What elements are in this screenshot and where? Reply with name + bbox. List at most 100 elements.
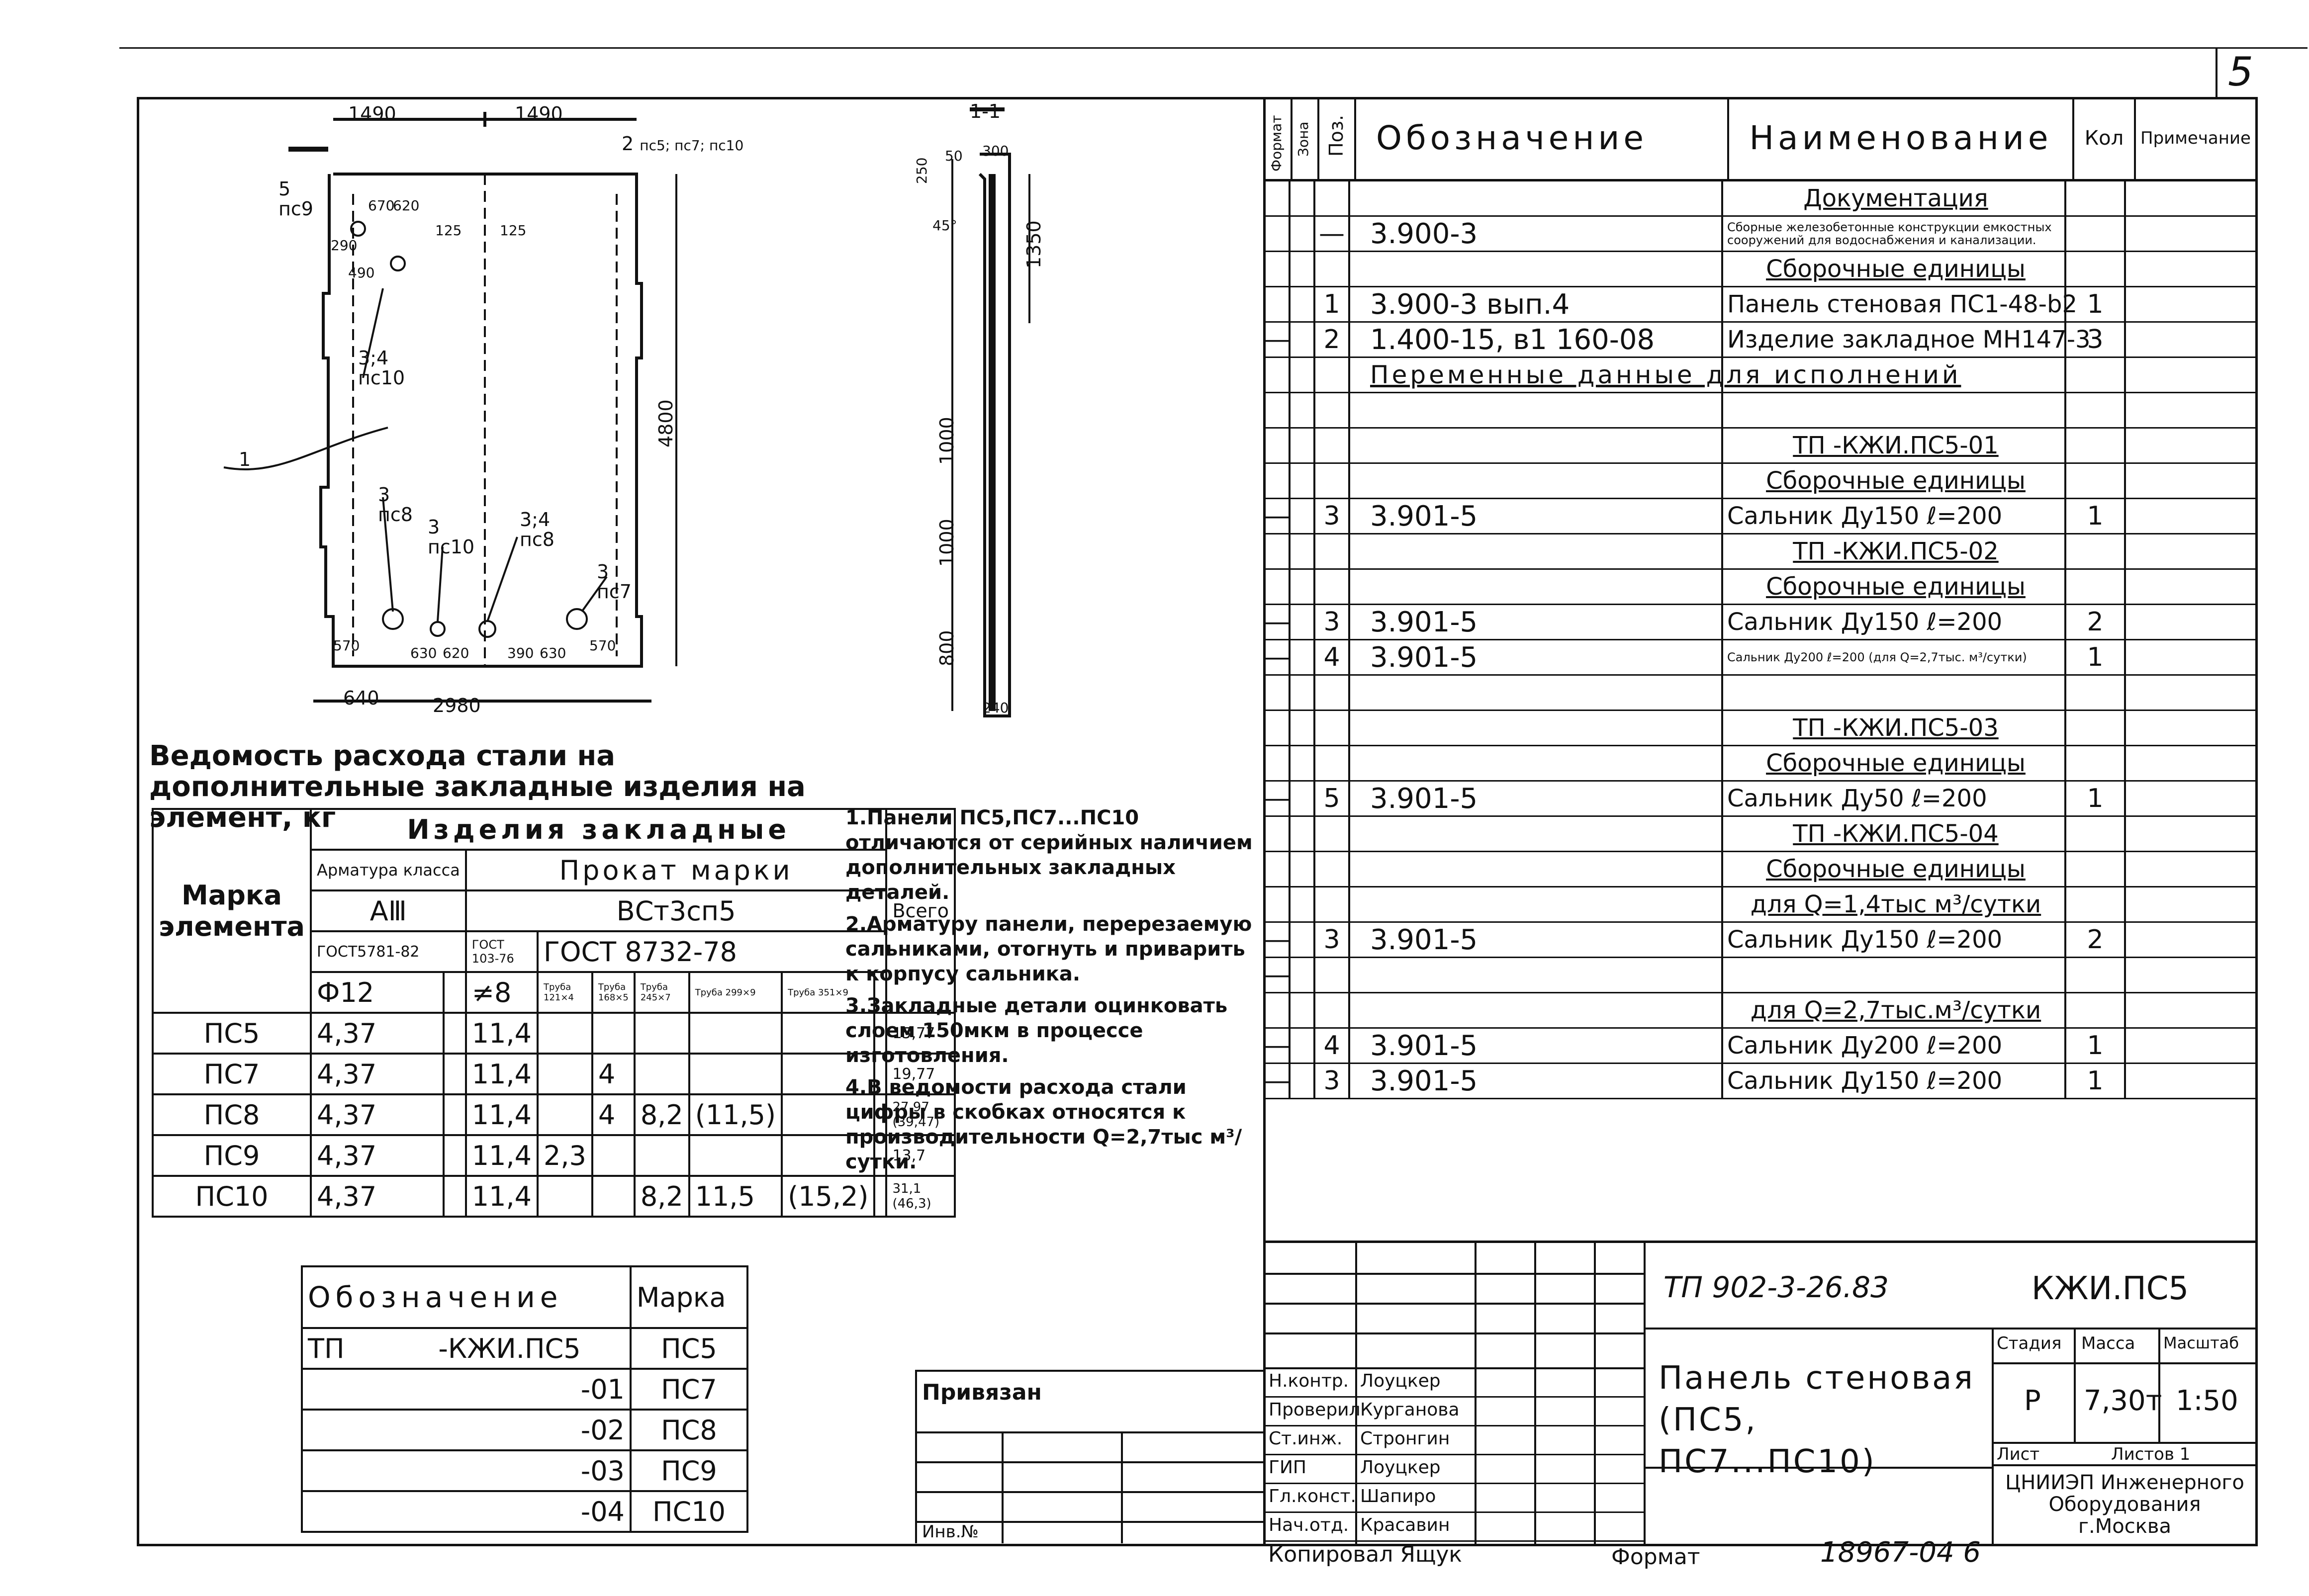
binding-grid xyxy=(917,1461,1265,1463)
spec-cell-note xyxy=(2126,993,2255,1027)
stamp-scale: 1:50 xyxy=(2176,1385,2238,1417)
steel-sub-8 xyxy=(873,971,888,1014)
spec-cell-zone xyxy=(1291,746,1315,780)
binding-grid xyxy=(917,1521,1265,1523)
binding-grid xyxy=(1121,1431,1123,1543)
copied-by: Копировал Ящук xyxy=(1268,1542,1463,1567)
spec-cell-qty xyxy=(2066,181,2126,215)
stamp-h-scale: Масштаб xyxy=(2163,1333,2239,1352)
stamp-grid xyxy=(1644,1328,2255,1330)
mark-row-mark: ПС10 xyxy=(629,1490,749,1533)
spec-cell-name: Сальник Ду200 ℓ=200 (для Q=2,7тыс. м³/су… xyxy=(1723,640,2066,674)
steel-cell xyxy=(781,1093,876,1136)
dim-small-7: 125 xyxy=(435,222,462,239)
spec-cell-zone xyxy=(1291,711,1315,745)
steel-row-mark: ПС10 xyxy=(152,1175,312,1218)
spec-cell-zone xyxy=(1291,817,1315,851)
steel-cell xyxy=(688,1134,783,1177)
spec-cell-designation xyxy=(1350,252,1723,286)
spec-cell-zone xyxy=(1291,393,1315,427)
spec-cell-designation: Переменные данные для исполнений xyxy=(1350,358,1958,392)
binding-label: Привязан xyxy=(922,1380,1042,1405)
spec-cell-pos: 3 xyxy=(1315,923,1350,957)
steel-cell xyxy=(443,1053,467,1095)
spec-cell-name xyxy=(1723,958,2066,992)
spec-cell-note xyxy=(2126,534,2255,568)
mark-row-mark: ПС5 xyxy=(629,1327,749,1370)
section-dim-250: 250 xyxy=(914,157,930,184)
steel-row-mark: ПС5 xyxy=(152,1012,312,1055)
section-dim-45: 45° xyxy=(932,217,957,234)
spec-cell-note xyxy=(2126,358,2255,392)
steel-col-izdeliya: Изделия закладные xyxy=(309,808,888,851)
spec-cell-pos xyxy=(1315,711,1350,745)
spec-cell-format: — xyxy=(1264,1064,1291,1098)
steel-row-mark: ПС8 xyxy=(152,1093,312,1136)
spec-cell-name: ТП -КЖИ.ПС5-01 xyxy=(1723,429,2066,462)
stamp-sheet: Лист xyxy=(1997,1444,2040,1464)
dim-small-6: 630 xyxy=(540,645,566,661)
steel-cell xyxy=(873,1175,888,1218)
binding-grid xyxy=(917,1491,1265,1493)
spec-row: Сборочные единицы xyxy=(1266,464,2255,499)
spec-cell-note xyxy=(2126,217,2255,251)
spec-cell-zone xyxy=(1291,464,1315,498)
dim-small-4: 620 xyxy=(443,645,469,661)
spec-h-note: Примечание xyxy=(2140,128,2251,148)
steel-h-gost-arm: ГОСТ5781-82 xyxy=(309,930,467,973)
steel-cell: (11,5) xyxy=(688,1093,783,1136)
top-rule xyxy=(119,47,2308,49)
stamp-sheets: Листов 1 xyxy=(2111,1444,2191,1464)
spec-cell-format: — xyxy=(1264,1029,1291,1063)
spec-cell-name: ТП -КЖИ.ПС5-03 xyxy=(1723,711,2066,745)
mark-table: Обозначение Марка ТП -КЖИ.ПС5 ПС5 -01 ПС… xyxy=(301,1265,749,1533)
drawing-frame xyxy=(137,97,2258,1546)
steel-cell xyxy=(633,1053,690,1095)
steel-h-gost-pipe: ГОСТ 8732-78 xyxy=(537,930,888,973)
stamp-grid xyxy=(1266,1367,1644,1369)
spec-cell-note xyxy=(2126,287,2255,321)
steel-row-total: 27,97 (39,47) xyxy=(885,1093,956,1136)
dim-bottom-left: 640 xyxy=(343,687,379,709)
spec-cell-pos xyxy=(1315,429,1350,462)
spec-h-format: Формат xyxy=(1268,115,1285,172)
spec-cell-note xyxy=(2126,464,2255,498)
spec-cell-format: — xyxy=(1264,958,1291,992)
spec-cell-designation xyxy=(1350,817,1723,851)
steel-cell: 11,4 xyxy=(464,1012,539,1055)
stamp-doc-code: ТП 902-3-26.83 xyxy=(1663,1270,1889,1304)
steel-cell xyxy=(443,1093,467,1136)
steel-sub-6: Труба 299×9 xyxy=(688,971,783,1014)
spec-cell-zone xyxy=(1291,252,1315,286)
steel-h-class: АⅢ xyxy=(309,889,467,932)
spec-cell-designation xyxy=(1350,746,1723,780)
spec-cell-pos: 1 xyxy=(1315,287,1350,321)
note-2: 2.Арматуру панели, перерезаемую сальника… xyxy=(845,913,1252,985)
spec-cell-designation: 3.901-5 xyxy=(1350,499,1723,533)
spec-cell-note xyxy=(2126,676,2255,709)
steel-cell: 4,37 xyxy=(309,1053,445,1095)
spec-h-qty: Кол xyxy=(2074,97,2136,179)
dim-small-12: 620 xyxy=(393,197,420,214)
stamp-grid xyxy=(1355,1243,1357,1544)
spec-cell-name: ТП -КЖИ.ПС5-04 xyxy=(1723,817,2066,851)
stamp-grid xyxy=(1266,1332,1644,1334)
spec-cell-name xyxy=(1723,358,2066,392)
spec-row: ТП -КЖИ.ПС5-02 xyxy=(1266,534,2255,570)
spec-h-designation: Обозначение xyxy=(1356,97,1729,179)
table-row: -04 ПС10 xyxy=(301,1490,749,1533)
spec-cell-name: Панель стеновая ПС1-48-b2 xyxy=(1723,287,2077,321)
stamp-mass: 7,30т xyxy=(2084,1385,2162,1417)
spec-cell-format xyxy=(1266,746,1291,780)
spec-cell-zone xyxy=(1291,782,1315,815)
mark-row-mark: ПС7 xyxy=(629,1368,749,1411)
spec-row: — xyxy=(1264,958,2255,993)
spec-cell-note xyxy=(2126,711,2255,745)
note-3: 3.Закладные детали оцинковать слоем 150м… xyxy=(845,994,1228,1067)
spec-cell-pos xyxy=(1315,464,1350,498)
